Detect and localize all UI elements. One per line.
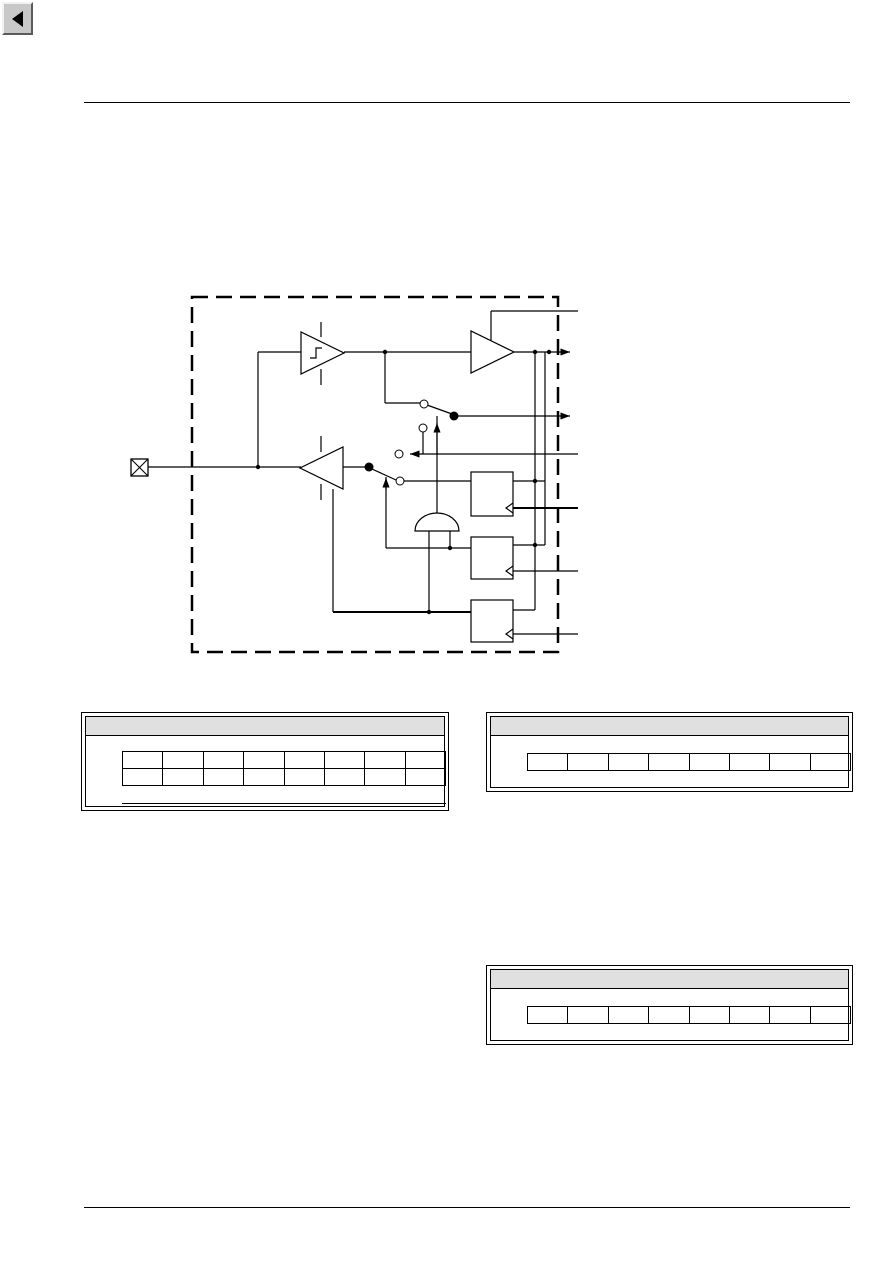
io-port-block-diagram — [130, 295, 578, 654]
back-button[interactable] — [2, 2, 33, 35]
header-rule — [84, 102, 850, 103]
bit-cell — [769, 753, 811, 771]
bit-cell — [404, 751, 447, 769]
footer-rule — [84, 1207, 850, 1208]
register-bit-grid — [526, 1006, 852, 1024]
and-gate — [414, 512, 460, 532]
control-latch — [470, 599, 514, 643]
register-header — [491, 717, 848, 736]
bit-cell — [809, 1006, 852, 1024]
register-table-1 — [81, 712, 449, 811]
triangle-left-icon — [12, 11, 23, 27]
bit-cell — [364, 751, 406, 769]
register-header — [491, 970, 848, 989]
bit-cell — [648, 1006, 690, 1024]
bit-cell — [526, 1006, 569, 1024]
bit-cell — [688, 753, 730, 771]
bit-cell — [809, 753, 852, 771]
output-driver — [298, 446, 344, 490]
bit-cell — [728, 1006, 771, 1024]
bit-cell — [526, 753, 569, 771]
bit-cell — [202, 751, 245, 769]
pad-cross-icon — [130, 458, 149, 477]
bit-cell — [323, 751, 366, 769]
bit-cell — [607, 1006, 650, 1024]
schmitt-buffer — [300, 331, 346, 375]
bit-cell — [243, 768, 285, 786]
bit-cell — [243, 751, 285, 769]
bit-cell — [283, 751, 325, 769]
bit-cell — [162, 768, 204, 786]
schmitt-symbol — [310, 347, 322, 359]
register-bit-grid — [526, 753, 852, 771]
register-table-3 — [486, 965, 853, 1045]
bit-cell — [162, 751, 204, 769]
bit-cell — [728, 753, 771, 771]
data-latch — [470, 471, 514, 517]
bit-cell — [567, 1006, 609, 1024]
register-baseline — [122, 803, 446, 804]
bit-cell — [121, 768, 164, 786]
register-bit-grid — [121, 751, 447, 786]
bit-cell — [202, 768, 245, 786]
bit-cell — [323, 768, 366, 786]
bit-cell — [404, 768, 447, 786]
read-buffer — [470, 330, 516, 374]
bit-cell — [283, 768, 325, 786]
bit-cell — [688, 1006, 730, 1024]
bit-cell — [648, 753, 690, 771]
register-table-2 — [486, 712, 853, 792]
register-header — [86, 717, 444, 736]
direction-latch — [470, 536, 514, 580]
bit-cell — [607, 753, 650, 771]
bit-cell — [121, 751, 164, 769]
bit-cell — [769, 1006, 811, 1024]
bit-cell — [567, 753, 609, 771]
module-boundary — [190, 295, 560, 654]
bit-cell — [364, 768, 406, 786]
